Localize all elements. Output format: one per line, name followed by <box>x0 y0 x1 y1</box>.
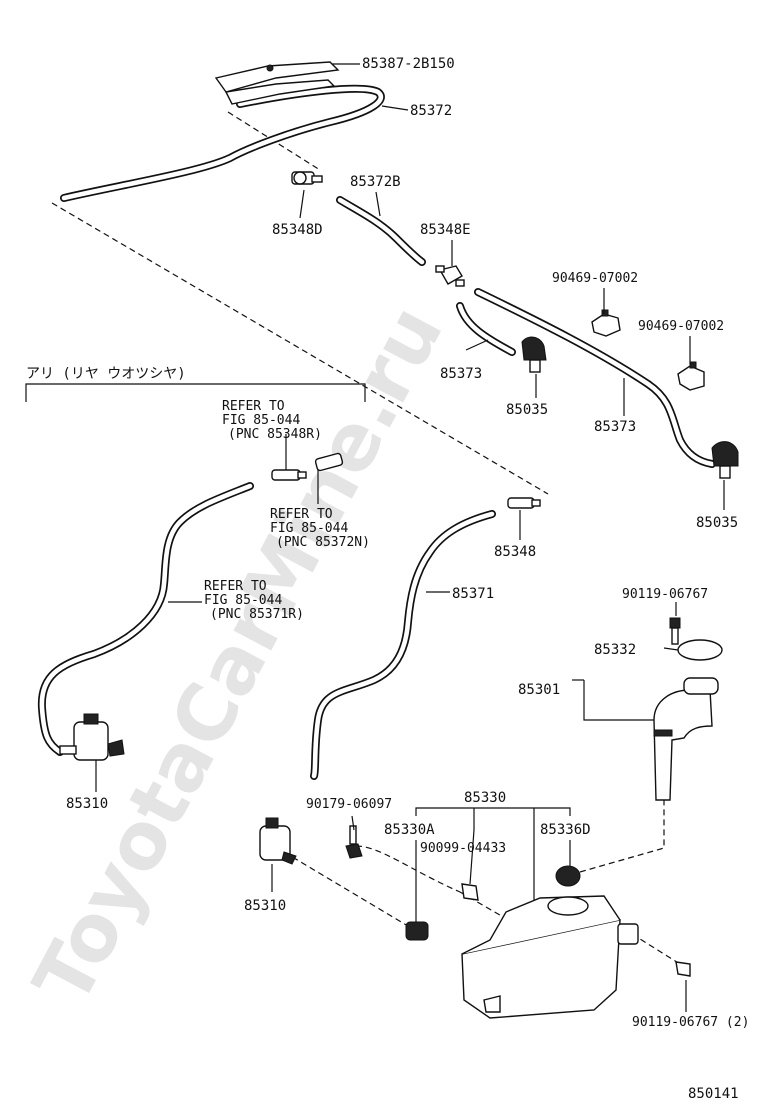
label-90179-06097: 90179-06097 <box>306 797 392 812</box>
figure-number: 850141 <box>688 1086 739 1102</box>
bolt-90119-a <box>669 617 681 645</box>
label-85373-a: 85373 <box>440 366 482 382</box>
label-85336D: 85336D <box>540 822 591 838</box>
label-90119-06767-b: 90119-06767 (2) <box>632 1015 749 1030</box>
refer-note-85371R: REFER TO FIG 85-044 (PNC 85371R) <box>204 579 304 622</box>
clip-90469-b <box>677 361 705 391</box>
label-90469-07002-a: 90469-07002 <box>552 271 638 286</box>
label-85310-b: 85310 <box>244 898 286 914</box>
hose-85372B <box>336 196 426 266</box>
section-bracket <box>25 383 366 402</box>
refer-note-85371R-line2: FIG 85-044 <box>204 593 282 608</box>
label-85348: 85348 <box>494 544 536 560</box>
clip-90469-a <box>591 309 621 337</box>
tank-cap-85336D <box>555 865 581 887</box>
label-85372B: 85372B <box>350 174 401 190</box>
refer-note-85348R: REFER TO FIG 85-044 (PNC 85348R) <box>222 399 322 442</box>
refer-note-85348R-line2: FIG 85-044 <box>222 413 300 428</box>
hose-clamp-85387 <box>214 61 340 105</box>
washer-pump-85310-b <box>259 817 297 865</box>
label-90469-07002-b: 90469-07002 <box>638 319 724 334</box>
connector-85348 <box>507 497 541 509</box>
label-85332: 85332 <box>594 642 636 658</box>
hose-85373-short <box>456 302 516 356</box>
label-90099-04433: 90099-04433 <box>420 841 506 856</box>
label-85330: 85330 <box>464 790 506 806</box>
refer-note-85348R-line1: REFER TO <box>222 399 285 414</box>
label-85301: 85301 <box>518 682 560 698</box>
bolt-90119-b <box>675 961 691 977</box>
section-header: アリ (リヤ ウオツシヤ) <box>26 366 186 382</box>
grommet-85330A <box>405 921 429 941</box>
hose-85372 <box>60 84 385 202</box>
label-85348D: 85348D <box>272 222 323 238</box>
label-85372: 85372 <box>410 103 452 119</box>
refer-note-85372N-line2: FIG 85-044 <box>270 521 348 536</box>
hose-85373-long <box>474 288 716 468</box>
clip-90179 <box>345 825 363 859</box>
label-85330A: 85330A <box>384 822 435 838</box>
clip-90099 <box>461 883 479 901</box>
refer-note-85372N: REFER TO FIG 85-044 (PNC 85372N) <box>270 507 370 550</box>
label-85373-b: 85373 <box>594 419 636 435</box>
filler-cap-85332 <box>677 639 723 661</box>
washer-pump-85310-a <box>59 713 125 761</box>
label-leaders <box>95 63 725 1012</box>
washer-nozzle-85035-a <box>521 336 547 373</box>
hose-85371 <box>310 510 496 780</box>
joint-85372N <box>314 452 344 472</box>
label-85310-a: 85310 <box>66 796 108 812</box>
label-85387-2B150: 85387-2B150 <box>362 56 455 72</box>
refer-note-85371R-line3: (PNC 85371R) <box>210 607 304 622</box>
label-85371: 85371 <box>452 586 494 602</box>
label-85035-b: 85035 <box>696 515 738 531</box>
label-90119-06767-a: 90119-06767 <box>622 587 708 602</box>
connector-85348E <box>435 265 465 287</box>
washer-nozzle-85035-b <box>711 441 739 479</box>
label-85348E: 85348E <box>420 222 471 238</box>
filler-neck-85301 <box>653 677 719 801</box>
refer-note-85372N-line3: (PNC 85372N) <box>276 535 370 550</box>
refer-note-85372N-line1: REFER TO <box>270 507 333 522</box>
connector-85348R <box>271 469 307 481</box>
label-85035-a: 85035 <box>506 402 548 418</box>
hose-85371R <box>37 482 254 756</box>
connector-85348D <box>291 171 323 185</box>
refer-note-85371R-line1: REFER TO <box>204 579 267 594</box>
refer-note-85348R-line3: (PNC 85348R) <box>228 427 322 442</box>
washer-tank-85330 <box>461 895 639 1019</box>
